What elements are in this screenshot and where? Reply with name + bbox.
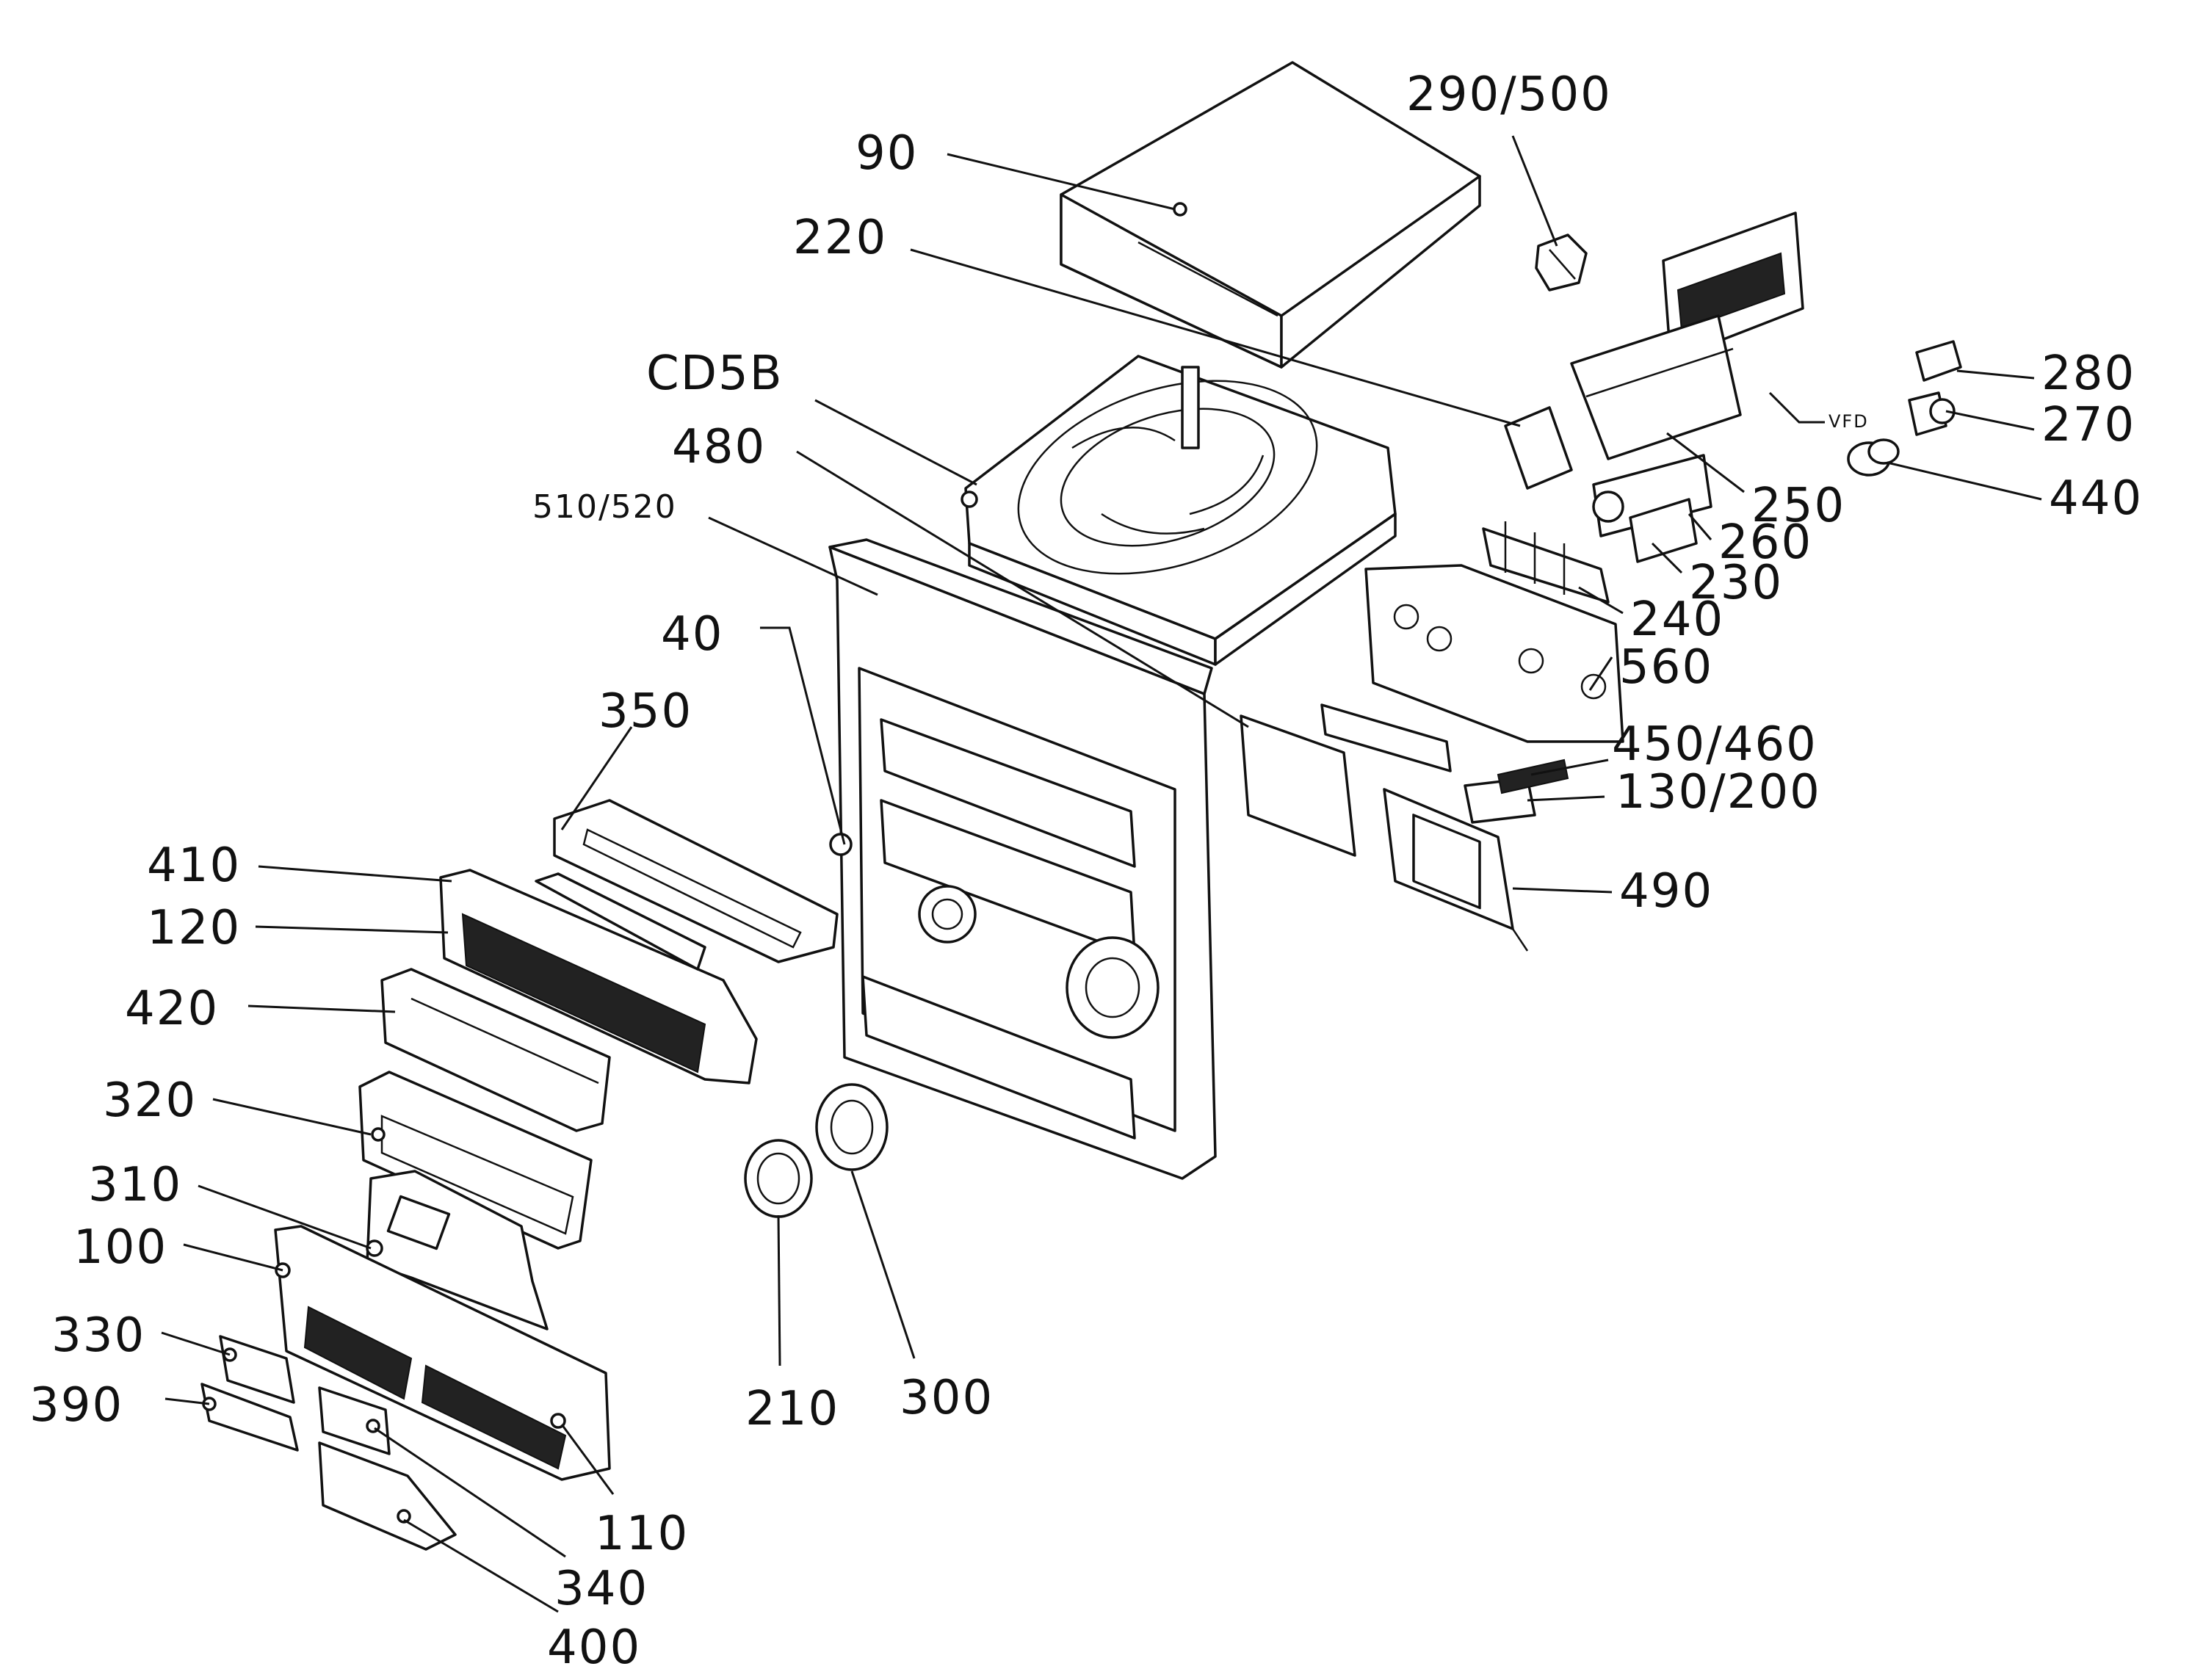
callout-250: 250 [1751, 479, 1845, 533]
callout-240: 240 [1630, 593, 1724, 647]
callout-340: 340 [554, 1562, 648, 1616]
callout-510-520: 510/520 [532, 488, 677, 526]
leader-lines [161, 135, 2042, 1613]
callout-450-460: 450/460 [1612, 717, 1817, 772]
part-cassette-door-frame [439, 869, 758, 1085]
callout-440: 440 [2049, 471, 2143, 526]
callout-cd5b: CD5B [646, 347, 784, 401]
part-cd-changer [961, 355, 1397, 666]
callout-280: 280 [2041, 347, 2135, 401]
callout-270: 270 [2041, 398, 2135, 452]
callout-330: 330 [51, 1308, 145, 1363]
callout-480: 480 [672, 420, 766, 474]
part-key-buttons [1464, 758, 1569, 824]
callout-130-200: 130/200 [1616, 765, 1821, 819]
callout-290-500: 290/500 [1406, 68, 1612, 122]
part-small-panels [200, 1335, 457, 1551]
callout-560: 560 [1619, 640, 1713, 695]
callout-40: 40 [661, 607, 723, 662]
part-front-trim-350 [553, 799, 839, 963]
callout-210: 210 [745, 1382, 839, 1436]
callout-400: 400 [547, 1621, 641, 1675]
part-knob-group [1847, 340, 1962, 477]
part-cassette-door-420 [380, 968, 611, 1132]
callout-110: 110 [595, 1507, 689, 1561]
callout-vfd: VFD [1829, 411, 1869, 432]
part-bracket-assembly [1240, 714, 1529, 952]
part-bracket-310 [366, 1170, 549, 1330]
part-cassette-door-320 [358, 1071, 593, 1250]
callout-300: 300 [900, 1371, 994, 1425]
part-top-cover [1060, 61, 1481, 369]
part-front-chassis [828, 538, 1217, 1180]
part-front-knobs [744, 1083, 889, 1218]
callout-320: 320 [103, 1073, 197, 1128]
callout-100: 100 [73, 1220, 167, 1275]
callout-310: 310 [88, 1158, 182, 1212]
callout-260: 260 [1718, 515, 1812, 570]
callout-420: 420 [125, 982, 219, 1036]
callout-90: 90 [856, 126, 918, 181]
callout-350: 350 [598, 684, 692, 739]
part-speaker-panel [274, 1225, 611, 1481]
callout-120: 120 [147, 901, 241, 955]
callout-410: 410 [147, 839, 241, 893]
part-tape-board [1320, 564, 1624, 772]
part-connector-boards [1482, 406, 1712, 604]
callout-230: 230 [1689, 556, 1783, 610]
callout-490: 490 [1619, 864, 1713, 919]
part-vfd-display [1570, 211, 1804, 460]
callout-390: 390 [29, 1378, 123, 1433]
callout-220: 220 [793, 211, 887, 265]
part-small-switch [1535, 233, 1588, 292]
